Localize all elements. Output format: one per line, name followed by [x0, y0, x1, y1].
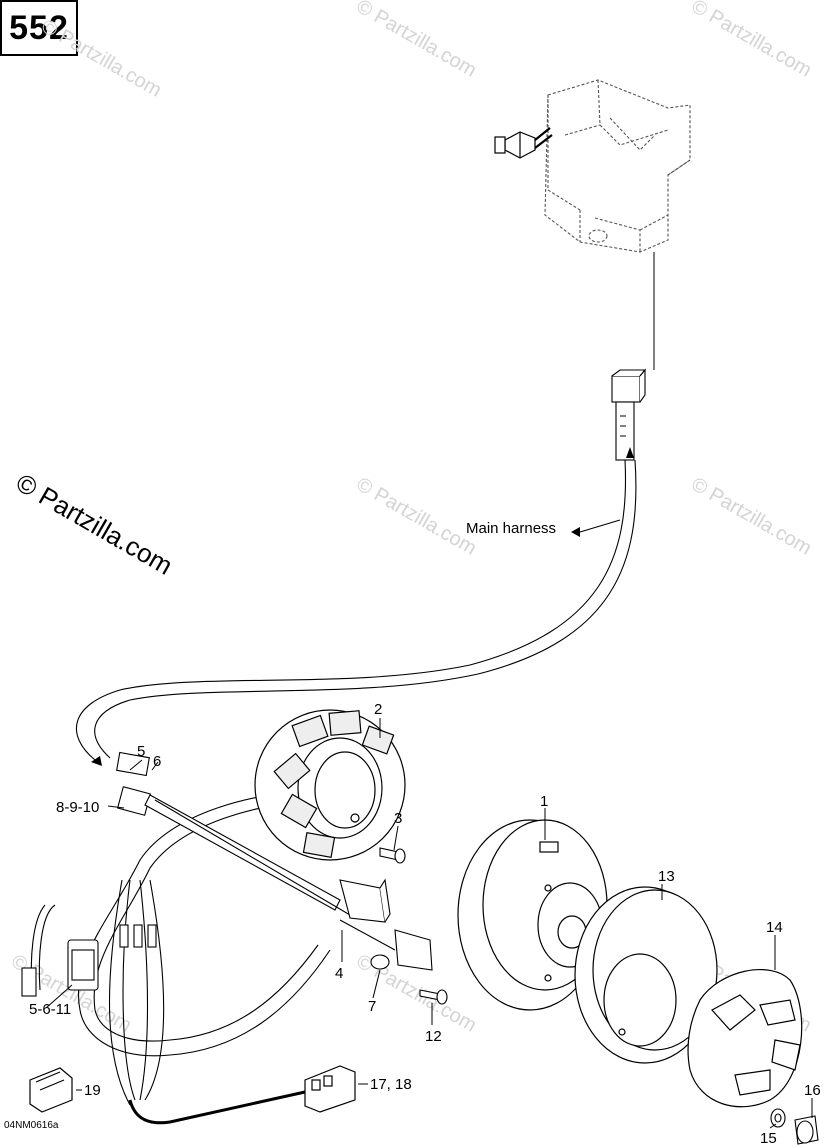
- label-parts-5-6-11: 5-6-11: [29, 1001, 71, 1018]
- label-part-12: 12: [425, 1028, 442, 1045]
- watermark-1: © Partzilla.com: [353, 0, 481, 82]
- leader-lines: [45, 718, 813, 1129]
- label-part-1: 1: [540, 793, 548, 810]
- label-part-4: 4: [335, 965, 343, 982]
- main-harness-leader: [579, 519, 621, 533]
- page-number-box: 552: [0, 0, 78, 56]
- label-main-harness: Main harness: [466, 520, 556, 537]
- document-code: 04NM0616a: [4, 1120, 59, 1131]
- label-part-2: 2: [374, 701, 382, 718]
- watermark-2: © Partzilla.com: [688, 0, 816, 82]
- harness-connectors-left: [21, 751, 157, 997]
- label-part-13: 13: [658, 868, 675, 885]
- callout-labels: Main harness 1 2 3 4 5 6 8-9-10 5-6-11 7…: [29, 520, 821, 1147]
- label-part-14: 14: [766, 919, 783, 936]
- washer-part-15: [770, 1108, 786, 1128]
- ecu-connector: [494, 127, 553, 159]
- page-number: 552: [9, 8, 69, 47]
- starter-cup-part-14: [687, 969, 803, 1108]
- main-harness-connector: [611, 368, 647, 461]
- harness-arrows: [91, 447, 634, 766]
- connector-part-17-18: [304, 1065, 356, 1113]
- watermark-5: © Partzilla.com: [688, 473, 816, 559]
- label-parts-17-18: 17, 18: [370, 1076, 412, 1093]
- flywheel-part-1: [457, 819, 608, 1011]
- bolt-part-12: [419, 989, 448, 1005]
- label-part-15: 15: [760, 1130, 777, 1147]
- pickup-part-7: [339, 919, 433, 971]
- watermark-4: © Partzilla.com: [353, 473, 481, 559]
- ring-gear-part-13: [574, 886, 718, 1064]
- connector-part-19: [29, 1067, 73, 1113]
- ecu-module: [544, 79, 691, 253]
- label-part-16: 16: [804, 1082, 821, 1099]
- main-watermark: © Partzilla.com: [11, 467, 178, 581]
- watermark-3: © Partzilla.com: [38, 15, 166, 101]
- label-part-6: 6: [153, 753, 161, 770]
- label-part-7: 7: [368, 998, 376, 1015]
- main-harness-wire: [75, 252, 655, 761]
- label-parts-8-9-10: 8-9-10: [56, 799, 99, 816]
- trigger-coil-part-4: [144, 794, 391, 923]
- label-part-3: 3: [394, 810, 402, 827]
- label-part-19: 19: [84, 1082, 101, 1099]
- screw-part-16: [794, 1115, 819, 1145]
- label-part-5: 5: [137, 743, 145, 760]
- stator-part-2: [254, 709, 406, 861]
- screw-part-3: [379, 847, 406, 864]
